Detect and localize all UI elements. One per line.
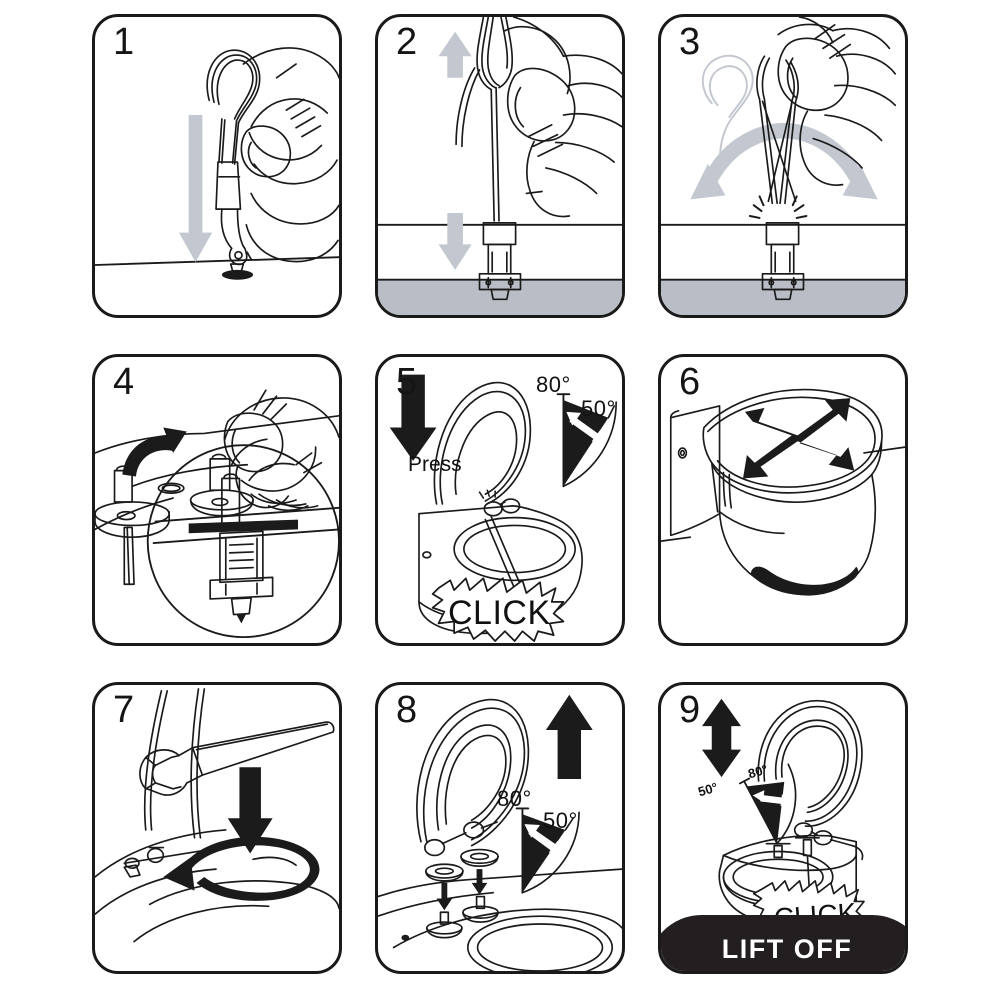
instruction-panel-9: 9 (658, 682, 908, 974)
cross-double-arrow-black (742, 398, 855, 479)
lift-off-label: LIFT OFF (721, 933, 853, 964)
floor-band (378, 279, 622, 315)
angle-gauge (515, 807, 580, 894)
cap-down-arrow-black (436, 869, 488, 911)
panel-3-illustration (661, 17, 905, 315)
click-burst (431, 577, 565, 642)
up-down-double-arrow-black (701, 698, 742, 778)
instruction-panel-6: 6 (658, 354, 908, 646)
down-arrow-black (389, 374, 437, 461)
instruction-panel-7: 7 (92, 682, 342, 974)
lift-off-banner: LIFT OFF (661, 915, 905, 971)
down-arrow-gray (178, 115, 213, 263)
angle-double-arrow-white (524, 824, 564, 855)
bowl-shadow (750, 566, 859, 596)
down-arrow-gray (438, 213, 472, 270)
angle-gauge (556, 393, 617, 488)
down-arrow-black (227, 767, 273, 854)
panel-6-illustration (661, 388, 905, 596)
floor-band (661, 279, 905, 315)
panel-7-illustration (95, 688, 339, 943)
up-arrow-gray (438, 31, 472, 78)
instruction-panel-5: 5 (375, 354, 625, 646)
panel-8-illustration (378, 694, 622, 971)
up-arrow-black (545, 694, 593, 780)
rotate-arrow-black (163, 836, 320, 901)
angle-double-arrow-white (566, 411, 606, 444)
panel-4-illustration (95, 389, 339, 639)
curved-double-arrow-gray (690, 122, 878, 200)
panel-5-illustration (389, 374, 617, 642)
instruction-panel-3: 3 (658, 14, 908, 318)
panel-2-illustration (378, 17, 622, 315)
panel-1-illustration (95, 47, 339, 280)
angle-double-arrow-white (752, 790, 792, 807)
angle-gauge (738, 763, 797, 845)
instruction-panel-1: 1 (92, 14, 342, 318)
curved-arrow-black (122, 427, 187, 477)
instruction-panel-4: 4 (92, 354, 342, 646)
instruction-panel-8: 8 (375, 682, 625, 974)
instruction-panel-2: 2 (375, 14, 625, 318)
